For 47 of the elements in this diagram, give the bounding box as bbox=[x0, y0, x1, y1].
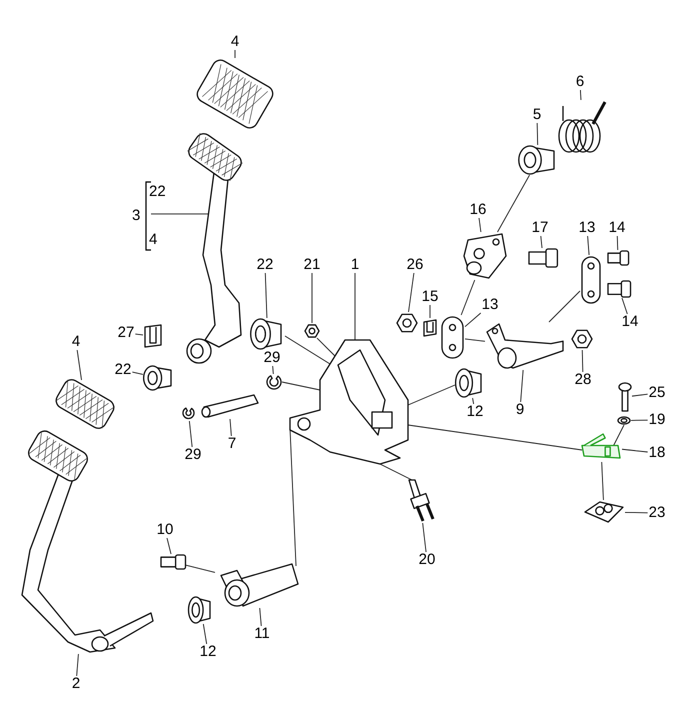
assembly-line bbox=[186, 564, 216, 573]
leader-line bbox=[76, 350, 82, 380]
leader-line bbox=[622, 448, 648, 452]
leader-line bbox=[259, 608, 262, 626]
leader-line bbox=[630, 420, 648, 421]
leader-line bbox=[582, 350, 584, 372]
leader-line bbox=[632, 394, 648, 397]
leader-line bbox=[264, 272, 268, 318]
assembly-line bbox=[284, 336, 330, 364]
leader-line bbox=[580, 90, 582, 100]
assembly-line bbox=[460, 280, 476, 316]
leader-line bbox=[134, 334, 144, 336]
leader-line bbox=[188, 420, 193, 448]
leader-line bbox=[408, 272, 414, 312]
assembly-line bbox=[380, 464, 412, 480]
leader-line bbox=[166, 538, 172, 554]
assembly-line bbox=[601, 462, 604, 500]
leader-line bbox=[354, 272, 356, 340]
leader-line bbox=[202, 624, 208, 644]
leader-line bbox=[150, 213, 208, 214]
assembly-line bbox=[316, 338, 336, 356]
assembly-line bbox=[290, 428, 296, 566]
leader-line bbox=[616, 236, 618, 250]
leader-line bbox=[587, 236, 590, 256]
assembly-line bbox=[282, 382, 320, 390]
leader-line bbox=[624, 512, 648, 514]
assembly-line bbox=[464, 338, 486, 342]
leader-line bbox=[536, 122, 538, 146]
leader-line bbox=[540, 236, 542, 248]
leader-line bbox=[132, 372, 144, 375]
leader-line bbox=[478, 218, 482, 232]
leader-line bbox=[422, 522, 426, 552]
assembly-line bbox=[548, 290, 580, 322]
callout-number: 4 bbox=[70, 334, 82, 350]
leader-line bbox=[464, 312, 482, 328]
callout-number: 10 bbox=[156, 522, 174, 538]
assembly-line bbox=[613, 424, 624, 446]
assembly-line bbox=[497, 174, 530, 232]
leader-line bbox=[76, 654, 79, 676]
leader-line bbox=[230, 418, 232, 436]
assembly-line bbox=[408, 384, 456, 406]
assembly-line bbox=[408, 424, 582, 450]
leader-line bbox=[622, 298, 628, 314]
leader-line bbox=[472, 398, 474, 404]
leader-line bbox=[234, 50, 236, 58]
leader-line bbox=[272, 366, 274, 374]
leader-line bbox=[520, 370, 524, 402]
